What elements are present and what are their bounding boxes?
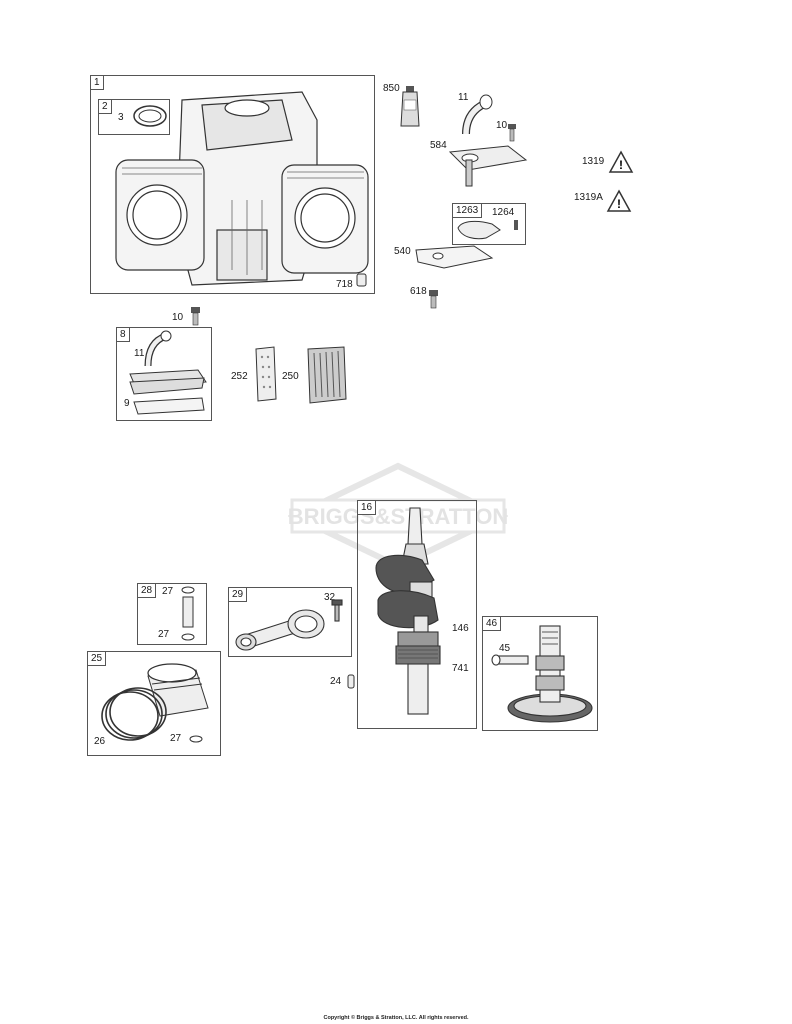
- valve-reed-box: [452, 203, 526, 245]
- gasket-ring-drawing: [133, 105, 167, 127]
- reed-valve-drawing: [457, 220, 518, 240]
- part-label-10a[interactable]: 10: [496, 120, 508, 131]
- part-label-1263[interactable]: 1263: [452, 203, 483, 218]
- part-label-11b[interactable]: 11: [134, 348, 145, 359]
- filter-element-252-drawing: [255, 346, 277, 402]
- gasket-subbox: [98, 99, 170, 135]
- breather-gasket-drawing: [415, 245, 494, 269]
- part-label-250[interactable]: 250: [282, 371, 299, 382]
- part-label-618[interactable]: 618: [410, 286, 427, 297]
- part-label-32[interactable]: 32: [324, 592, 336, 603]
- crankshaft-drawing: [375, 507, 441, 715]
- warning-triangle-icon: !: [606, 189, 632, 212]
- part-label-11a[interactable]: 11: [458, 92, 469, 103]
- copyright-footer: Copyright © Briggs & Stratton, LLC. All …: [323, 1015, 469, 1021]
- part-label-29[interactable]: 29: [228, 587, 248, 602]
- filter-element-250-drawing: [307, 346, 347, 404]
- part-label-1319a[interactable]: 1319A: [574, 192, 603, 203]
- part-label-252[interactable]: 252: [231, 371, 248, 382]
- connecting-rod-drawing: [235, 599, 343, 651]
- piston-pin-box: [137, 583, 207, 645]
- part-label-10b[interactable]: 10: [172, 312, 184, 323]
- breather-assembly-drawing: [129, 330, 207, 415]
- camshaft-drawing: [491, 625, 593, 723]
- part-label-741[interactable]: 741: [452, 663, 469, 674]
- camshaft-box: [482, 616, 598, 731]
- svg-text:!: !: [619, 158, 623, 172]
- dowel-pin-drawing: [356, 273, 367, 287]
- part-label-28[interactable]: 28: [137, 583, 157, 598]
- svg-text:!: !: [617, 197, 621, 211]
- part-label-718[interactable]: 718: [336, 279, 353, 290]
- part-label-8[interactable]: 8: [116, 327, 130, 342]
- bolt-icon: [429, 290, 438, 309]
- warning-triangle-icon: !: [608, 150, 634, 173]
- crankshaft-box: [357, 500, 477, 729]
- breather-assembly-box: [116, 327, 212, 421]
- cylinder-block-drawing: [115, 91, 369, 286]
- part-label-26[interactable]: 26: [94, 736, 106, 747]
- bolt-icon: [508, 124, 516, 142]
- brand-watermark-logo: BRIGGS&STRATTON: [288, 462, 508, 570]
- part-label-46[interactable]: 46: [482, 616, 502, 631]
- part-label-540[interactable]: 540: [394, 246, 411, 257]
- part-label-146[interactable]: 146: [452, 623, 469, 634]
- piston-pin-drawing: [181, 586, 195, 641]
- connecting-rod-box: [228, 587, 352, 657]
- tube-icon: [400, 86, 420, 127]
- part-label-1319[interactable]: 1319: [582, 156, 605, 167]
- watermark-text: BRIGGS&STRATTON: [288, 504, 508, 529]
- part-label-27a[interactable]: 27: [162, 586, 174, 597]
- part-label-2[interactable]: 2: [98, 99, 112, 114]
- part-label-3[interactable]: 3: [118, 112, 124, 123]
- part-label-45[interactable]: 45: [499, 643, 511, 654]
- part-label-16[interactable]: 16: [357, 500, 377, 515]
- part-label-25[interactable]: 25: [87, 651, 107, 666]
- elbow-tube-drawing: [462, 94, 493, 135]
- bolt-icon: [191, 307, 200, 326]
- part-label-850[interactable]: 850: [383, 83, 400, 94]
- part-label-9[interactable]: 9: [124, 398, 130, 409]
- part-label-584[interactable]: 584: [430, 140, 447, 151]
- piston-box: [87, 651, 221, 756]
- part-label-27c[interactable]: 27: [170, 733, 182, 744]
- part-label-1264[interactable]: 1264: [492, 207, 515, 218]
- piston-rings-drawing: [101, 663, 209, 743]
- part-label-24[interactable]: 24: [330, 676, 342, 687]
- breather-plate-drawing: [448, 145, 528, 187]
- cylinder-block-box: [90, 75, 375, 294]
- dowel-24-drawing: [347, 674, 355, 689]
- part-label-1[interactable]: 1: [90, 75, 104, 90]
- part-label-27b[interactable]: 27: [158, 629, 170, 640]
